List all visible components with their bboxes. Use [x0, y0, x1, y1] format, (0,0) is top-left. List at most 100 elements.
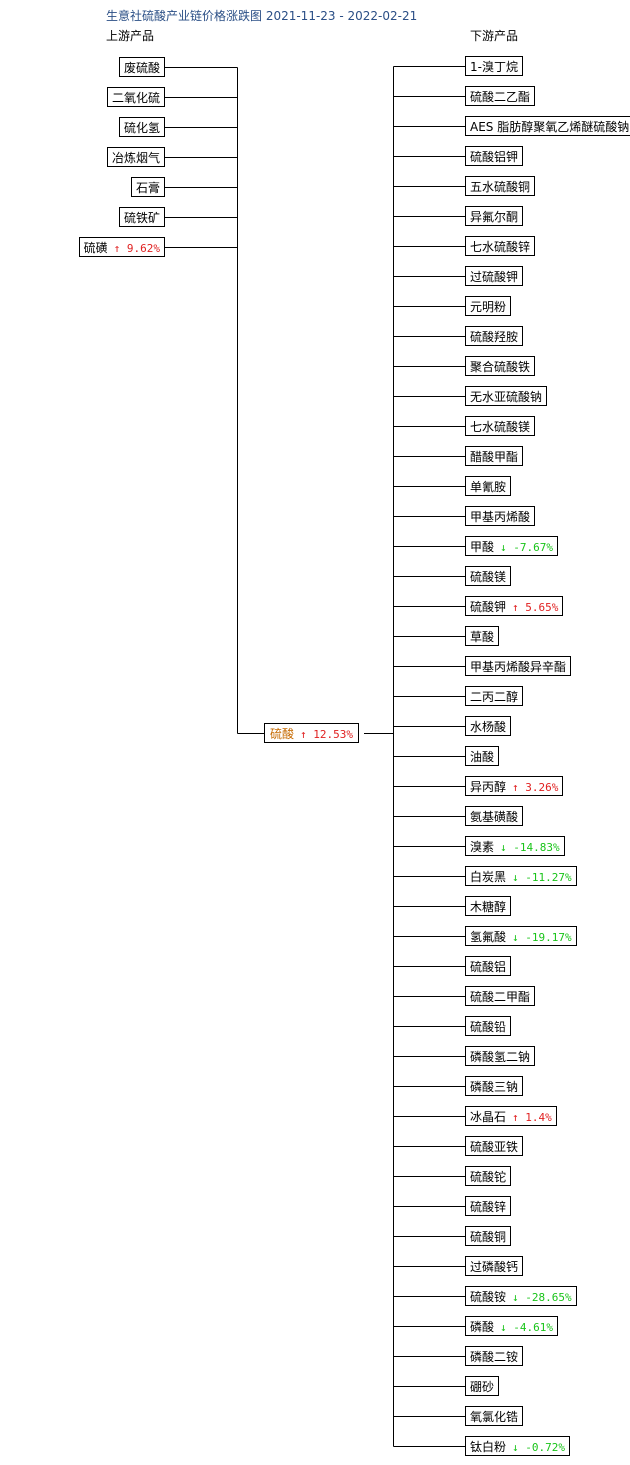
downstream-product-node[interactable]: 硫酸铅: [465, 1016, 512, 1036]
downstream-product-change: ↓ -11.27%: [512, 871, 572, 884]
downstream-product-node[interactable]: AES 脂肪醇聚氧乙烯醚硫酸钠: [465, 116, 630, 136]
center-product-node[interactable]: 硫酸↑ 12.53%: [264, 723, 360, 743]
downstream-product-node[interactable]: 二丙二醇: [465, 686, 524, 706]
downstream-product-node[interactable]: 水杨酸: [465, 716, 512, 736]
downstream-product-name: 硫酸铝: [470, 960, 507, 974]
downstream-product-change-value: -19.17%: [525, 931, 572, 944]
downstream-product-node[interactable]: 异丙醇↑ 3.26%: [465, 776, 564, 796]
rise-arrow-icon: ↑: [512, 601, 519, 614]
downstream-product-name: 异氟尔酮: [470, 210, 519, 224]
fall-arrow-icon: ↓: [500, 841, 507, 854]
upstream-product-node[interactable]: 冶炼烟气: [106, 147, 165, 167]
downstream-product-node[interactable]: 磷酸三钠: [465, 1076, 524, 1096]
downstream-product-name: 硫酸羟胺: [470, 330, 519, 344]
downstream-product-node[interactable]: 钛白粉↓ -0.72%: [465, 1436, 571, 1456]
downstream-product-name: 硫酸铝钾: [470, 150, 519, 164]
downstream-product-node[interactable]: 甲基丙烯酸: [465, 506, 536, 526]
downstream-product-node[interactable]: 硫酸铵↓ -28.65%: [465, 1286, 577, 1306]
downstream-product-node[interactable]: 硫酸铝: [465, 956, 512, 976]
downstream-product-change-value: -11.27%: [525, 871, 572, 884]
downstream-product-node[interactable]: 七水硫酸锌: [465, 236, 536, 256]
upstream-product-node[interactable]: 硫铁矿: [118, 207, 165, 227]
upstream-product-name: 硫化氢: [123, 121, 160, 135]
downstream-product-node[interactable]: 聚合硫酸铁: [465, 356, 536, 376]
downstream-product-node[interactable]: 硫酸铝钾: [465, 146, 524, 166]
downstream-product-node[interactable]: 硫酸钾↑ 5.65%: [465, 596, 564, 616]
downstream-product-node[interactable]: 七水硫酸镁: [465, 416, 536, 436]
downstream-product-name: 五水硫酸铜: [470, 180, 531, 194]
downstream-product-node[interactable]: 氧氯化锆: [465, 1406, 524, 1426]
downstream-product-node[interactable]: 无水亚硫酸钠: [465, 386, 548, 406]
chart-title: 生意社硫酸产业链价格涨跌图 2021-11-23 - 2022-02-21: [106, 9, 418, 23]
upstream-product-node[interactable]: 废硫酸: [118, 57, 165, 77]
downstream-product-node[interactable]: 甲酸 ↓ -7.67%: [465, 536, 559, 556]
downstream-product-name: 二丙二醇: [470, 690, 519, 704]
downstream-product-name: 硫酸镁: [470, 570, 507, 584]
downstream-product-name: 七水硫酸锌: [470, 240, 531, 254]
downstream-product-node[interactable]: 过磷酸钙: [465, 1256, 524, 1276]
downstream-product-node[interactable]: 木糖醇: [465, 896, 512, 916]
fall-arrow-icon: ↓: [512, 1441, 519, 1454]
downstream-product-name: 磷酸: [470, 1320, 495, 1334]
downstream-product-change-value: -14.83%: [513, 841, 560, 854]
downstream-product-change: ↓ -14.83%: [500, 841, 560, 854]
upstream-product-name: 冶炼烟气: [111, 151, 160, 165]
downstream-product-name: 磷酸三钠: [470, 1080, 519, 1094]
fall-arrow-icon: ↓: [512, 871, 519, 884]
downstream-product-name: 甲基丙烯酸: [470, 510, 531, 524]
downstream-product-name: 硼砂: [470, 1380, 495, 1394]
downstream-product-node[interactable]: 草酸: [465, 626, 500, 646]
downstream-product-node[interactable]: 甲基丙烯酸异辛酯: [465, 656, 572, 676]
downstream-product-node[interactable]: 硫酸羟胺: [465, 326, 524, 346]
downstream-product-node[interactable]: 过硫酸钾: [465, 266, 524, 286]
downstream-product-node[interactable]: 磷酸二铵: [465, 1346, 524, 1366]
downstream-product-name: 氧氯化锆: [470, 1410, 519, 1424]
downstream-product-node[interactable]: 冰晶石↑ 1.4%: [465, 1106, 557, 1126]
downstream-product-node[interactable]: 硫酸二甲酯: [465, 986, 536, 1006]
downstream-product-node[interactable]: 硫酸二乙酯: [465, 86, 536, 106]
downstream-product-node[interactable]: 磷酸↓ -4.61%: [465, 1316, 559, 1336]
upstream-product-name: 废硫酸: [123, 61, 160, 75]
downstream-product-name: 甲酸: [470, 540, 495, 554]
downstream-product-node[interactable]: 硫酸镁: [465, 566, 512, 586]
downstream-product-node[interactable]: 异氟尔酮: [465, 206, 524, 226]
upstream-product-name: 硫铁矿: [123, 211, 160, 225]
downstream-product-node[interactable]: 硫酸亚铁: [465, 1136, 524, 1156]
upstream-product-node[interactable]: 石膏: [130, 177, 165, 197]
downstream-product-name: 磷酸氢二钠: [470, 1050, 531, 1064]
downstream-product-node[interactable]: 醋酸甲酯: [465, 446, 524, 466]
downstream-product-change-value: 1.4%: [525, 1111, 552, 1124]
downstream-product-node[interactable]: 单氰胺: [465, 476, 512, 496]
upstream-product-change: ↑ 9.62%: [114, 242, 160, 255]
downstream-product-node[interactable]: 硫酸铜: [465, 1226, 512, 1246]
fall-arrow-icon: ↓: [500, 1321, 507, 1334]
downstream-product-node[interactable]: 五水硫酸铜: [465, 176, 536, 196]
downstream-product-name: 木糖醇: [470, 900, 507, 914]
downstream-product-name: 白炭黑: [470, 870, 507, 884]
upstream-product-node[interactable]: 硫化氢: [118, 117, 165, 137]
downstream-product-node[interactable]: 溴素↓ -14.83%: [465, 836, 565, 856]
downstream-product-node[interactable]: 氨基磺酸: [465, 806, 524, 826]
downstream-product-node[interactable]: 硼砂: [465, 1376, 500, 1396]
downstream-product-change: ↑ 5.65%: [512, 601, 558, 614]
upstream-product-name: 硫磺: [83, 241, 108, 255]
upstream-product-node[interactable]: 二氧化硫: [106, 87, 165, 107]
upstream-product-node[interactable]: 硫磺 ↑ 9.62%: [78, 237, 165, 257]
downstream-product-node[interactable]: 硫酸铊: [465, 1166, 512, 1186]
downstream-product-name: 1-溴丁烷: [470, 60, 518, 74]
downstream-product-node[interactable]: 氢氟酸↓ -19.17%: [465, 926, 577, 946]
downstream-product-node[interactable]: 磷酸氢二钠: [465, 1046, 536, 1066]
downstream-product-name: 冰晶石: [470, 1110, 507, 1124]
downstream-product-name: 过磷酸钙: [470, 1260, 519, 1274]
downstream-product-node[interactable]: 元明粉: [465, 296, 512, 316]
downstream-product-name: 硫酸锌: [470, 1200, 507, 1214]
downstream-product-node[interactable]: 白炭黑 ↓ -11.27%: [465, 866, 577, 886]
downstream-product-node[interactable]: 油酸: [465, 746, 500, 766]
downstream-product-node[interactable]: 1-溴丁烷: [465, 56, 523, 76]
fall-arrow-icon: ↓: [500, 541, 507, 554]
downstream-product-name: 硫酸二甲酯: [470, 990, 531, 1004]
downstream-product-change: ↓ -7.67%: [500, 541, 553, 554]
downstream-product-node[interactable]: 硫酸锌: [465, 1196, 512, 1216]
downstream-product-change-value: -0.72%: [525, 1441, 566, 1454]
